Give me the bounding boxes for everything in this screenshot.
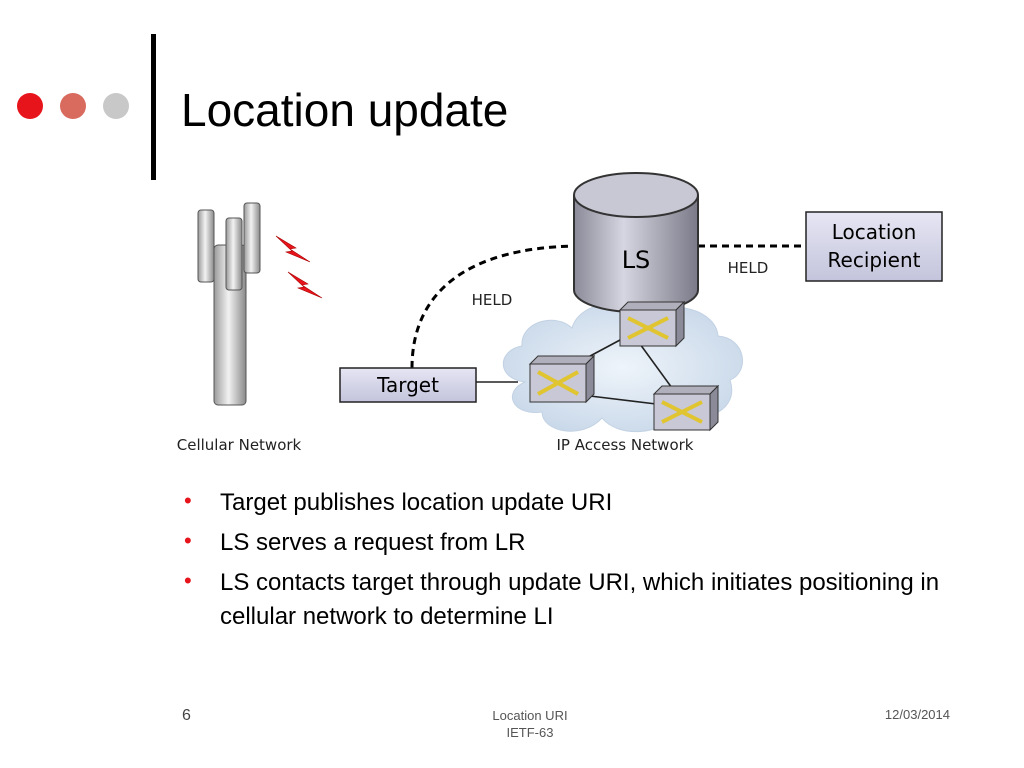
red-dot-icon bbox=[17, 93, 43, 119]
location-recipient-label-line2: Recipient bbox=[828, 248, 921, 272]
bullet-list: • Target publishes location update URI • L… bbox=[182, 486, 942, 640]
bullet-text: Target publishes location update URI bbox=[220, 489, 613, 516]
location-recipient-label-line1: Location bbox=[832, 220, 917, 244]
gray-dot-icon bbox=[103, 93, 129, 119]
footer-center: Location URI IETF-63 bbox=[460, 707, 600, 741]
bullet-icon: • bbox=[184, 528, 192, 553]
bullet-icon: • bbox=[184, 488, 192, 513]
radio-signal-icon bbox=[275, 235, 323, 299]
target-box bbox=[339, 367, 477, 403]
footer-title: Location URI bbox=[492, 708, 568, 723]
bullet-icon: • bbox=[184, 568, 192, 593]
slide-number: 6 bbox=[182, 707, 191, 724]
network-diagram: LS Target Location Recipient HELD HELD C… bbox=[177, 172, 943, 454]
location-recipient-box bbox=[805, 211, 943, 282]
router-icon bbox=[618, 300, 686, 348]
target-label: Target bbox=[376, 373, 439, 397]
bullet-item: • LS serves a request from LR bbox=[182, 526, 942, 560]
salmon-dot-icon bbox=[60, 93, 86, 119]
slide-title: Location update bbox=[181, 84, 509, 136]
router-icon bbox=[652, 384, 720, 432]
footer-date: 12/03/2014 bbox=[884, 707, 950, 722]
bullet-text: LS contacts target through update URI, w… bbox=[220, 569, 940, 630]
held-label-right: HELD bbox=[728, 259, 769, 277]
bullet-item: • LS contacts target through update URI, … bbox=[182, 566, 942, 634]
cellular-network-label: Cellular Network bbox=[177, 436, 302, 454]
cell-tower-icon bbox=[197, 202, 261, 406]
title-divider bbox=[151, 34, 156, 180]
router-icon bbox=[528, 354, 596, 404]
ls-label: LS bbox=[622, 246, 651, 274]
location-server-cylinder bbox=[573, 172, 699, 313]
footer-subtitle: IETF-63 bbox=[506, 725, 554, 740]
bullet-item: • Target publishes location update URI bbox=[182, 486, 942, 520]
held-link-target-ls bbox=[410, 244, 576, 369]
bullet-text: LS serves a request from LR bbox=[220, 529, 526, 556]
ip-access-network-label: IP Access Network bbox=[557, 436, 694, 454]
held-label-left: HELD bbox=[472, 291, 513, 309]
